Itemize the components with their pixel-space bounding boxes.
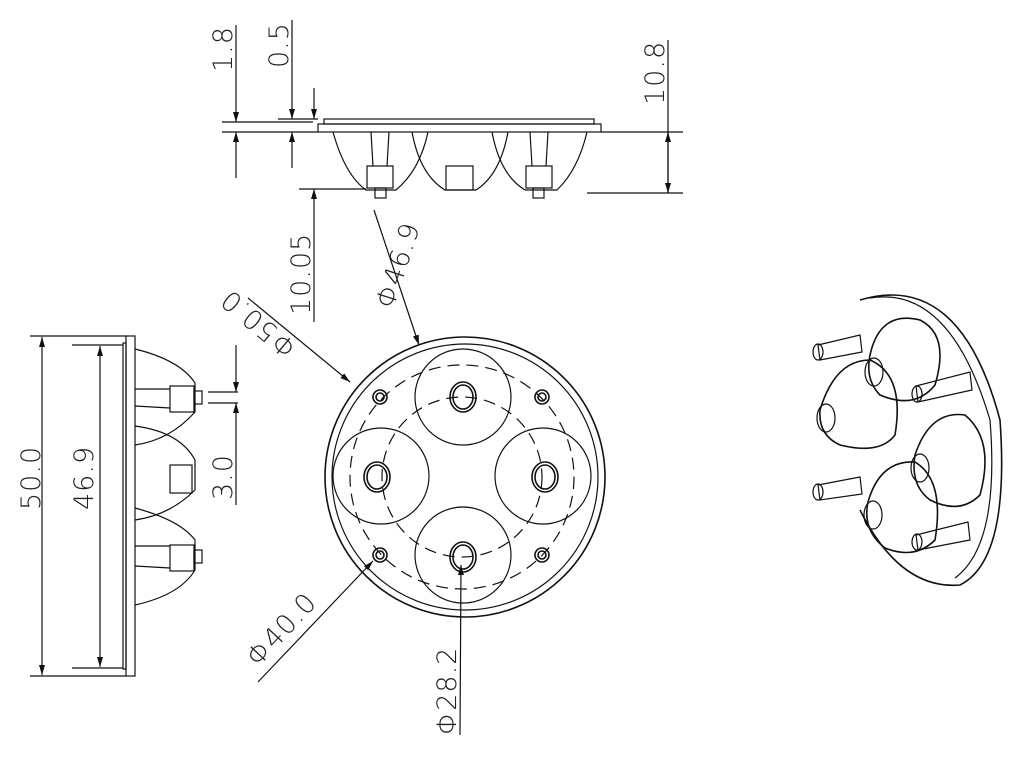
dim-pin-width: 3.0 (208, 454, 239, 500)
dim-side-width-inner: 46.9 (69, 446, 100, 510)
dim-side-width-outer: 50.0 (16, 446, 47, 510)
dim-step-height: 0.5 (264, 22, 295, 68)
side-view-top (222, 20, 683, 322)
dim-pin-circle-diameter: Φ40.0 (240, 587, 323, 673)
dim-lens-height: 10.05 (286, 233, 317, 315)
dim-inner-diameter: Φ46.9 (370, 219, 427, 313)
dim-lens-circle-diameter: Φ28.2 (432, 647, 463, 735)
front-view (247, 209, 606, 736)
dim-flange-thickness: 1.8 (208, 26, 239, 72)
dim-total-height: 10.8 (640, 41, 671, 105)
isometric-view (812, 294, 1003, 587)
side-view-left (30, 335, 239, 677)
